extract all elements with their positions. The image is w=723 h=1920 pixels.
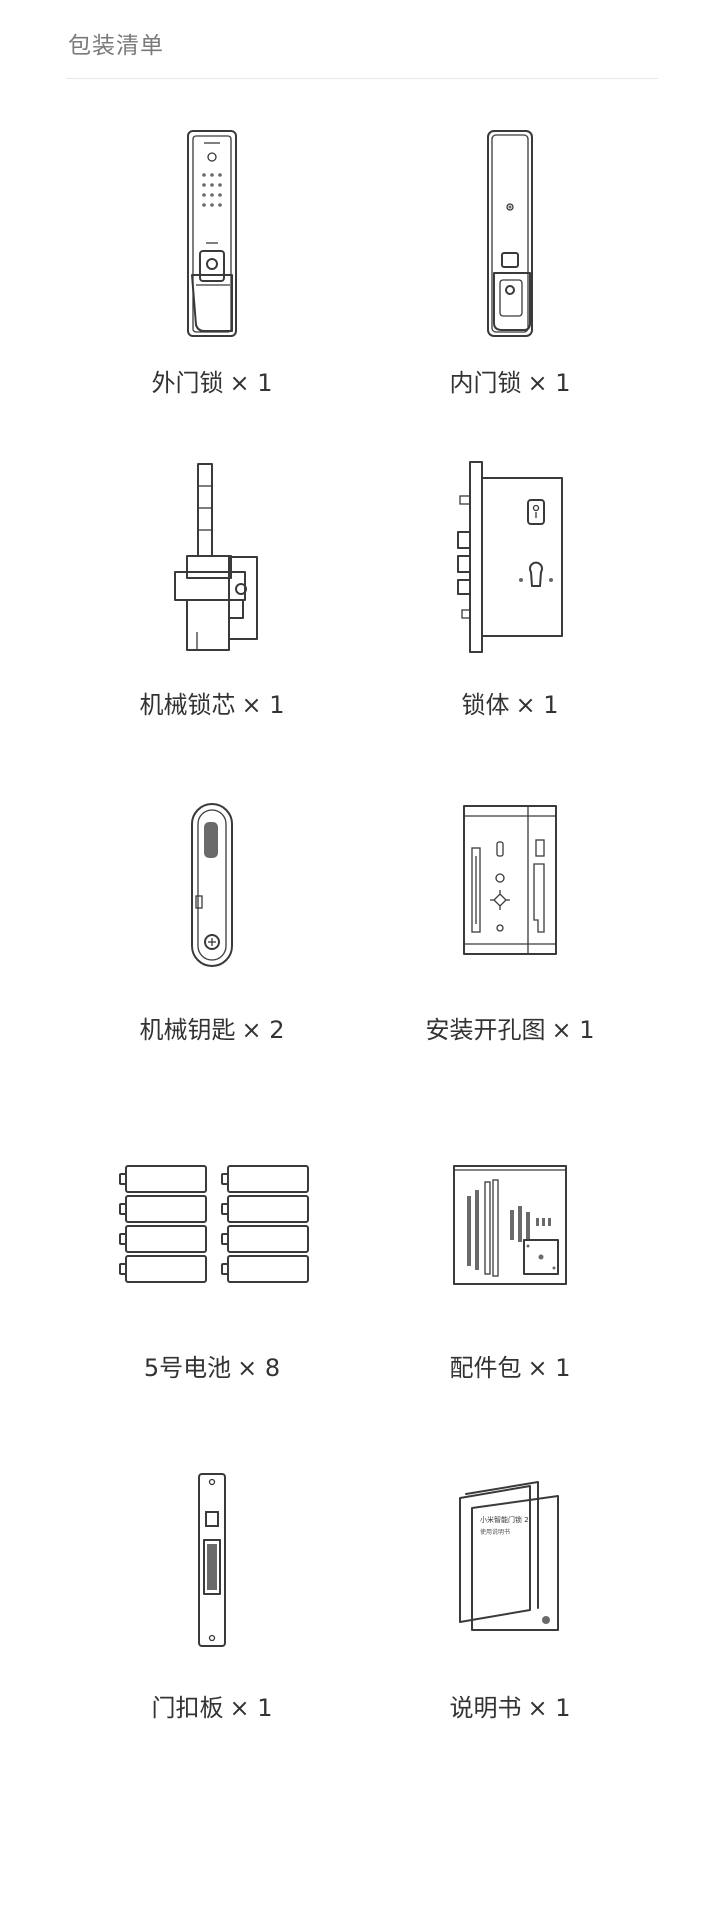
item-name: 配件包 bbox=[449, 1354, 522, 1382]
item-quantity: × 1 bbox=[229, 369, 273, 397]
item-quantity: × 1 bbox=[515, 691, 559, 719]
item-name: 安装开孔图 bbox=[425, 1016, 546, 1044]
mortise-lock-body-icon bbox=[365, 460, 655, 655]
outer-lock-icon bbox=[67, 125, 357, 345]
item-quantity: × 1 bbox=[527, 369, 571, 397]
divider bbox=[66, 78, 658, 79]
item-quantity: × 1 bbox=[527, 1694, 571, 1722]
item-name: 内门锁 bbox=[449, 369, 522, 397]
item-name: 机械钥匙 bbox=[139, 1016, 236, 1044]
item-name: 锁体 bbox=[461, 691, 510, 719]
item-name: 5号电池 bbox=[143, 1354, 232, 1382]
item-name: 门扣板 bbox=[151, 1694, 224, 1722]
lock-cylinder-icon bbox=[67, 460, 357, 655]
inner-lock-icon bbox=[365, 125, 655, 345]
manual-title-line1: 小米智能门锁 2 bbox=[480, 1515, 529, 1524]
strike-plate-icon bbox=[67, 1470, 357, 1650]
accessory-pack-icon bbox=[365, 1160, 655, 1290]
item-quantity: × 2 bbox=[241, 1016, 285, 1044]
section-title: 包装清单 bbox=[68, 33, 164, 59]
item-quantity: × 1 bbox=[527, 1354, 571, 1382]
aa-batteries-icon bbox=[67, 1160, 357, 1290]
item-name: 外门锁 bbox=[151, 369, 224, 397]
item-quantity: × 8 bbox=[237, 1354, 281, 1382]
item-name: 说明书 bbox=[449, 1694, 522, 1722]
manual-title-line2: 使用说明书 bbox=[480, 1528, 510, 1536]
item-name: 机械锁芯 bbox=[139, 691, 236, 719]
item-quantity: × 1 bbox=[229, 1694, 273, 1722]
mechanical-key-icon bbox=[67, 800, 357, 970]
manual-booklet-icon: 小米智能门锁 2 使用说明书 bbox=[365, 1470, 655, 1640]
item-quantity: × 1 bbox=[551, 1016, 595, 1044]
installation-template-icon bbox=[365, 800, 655, 960]
item-quantity: × 1 bbox=[241, 691, 285, 719]
